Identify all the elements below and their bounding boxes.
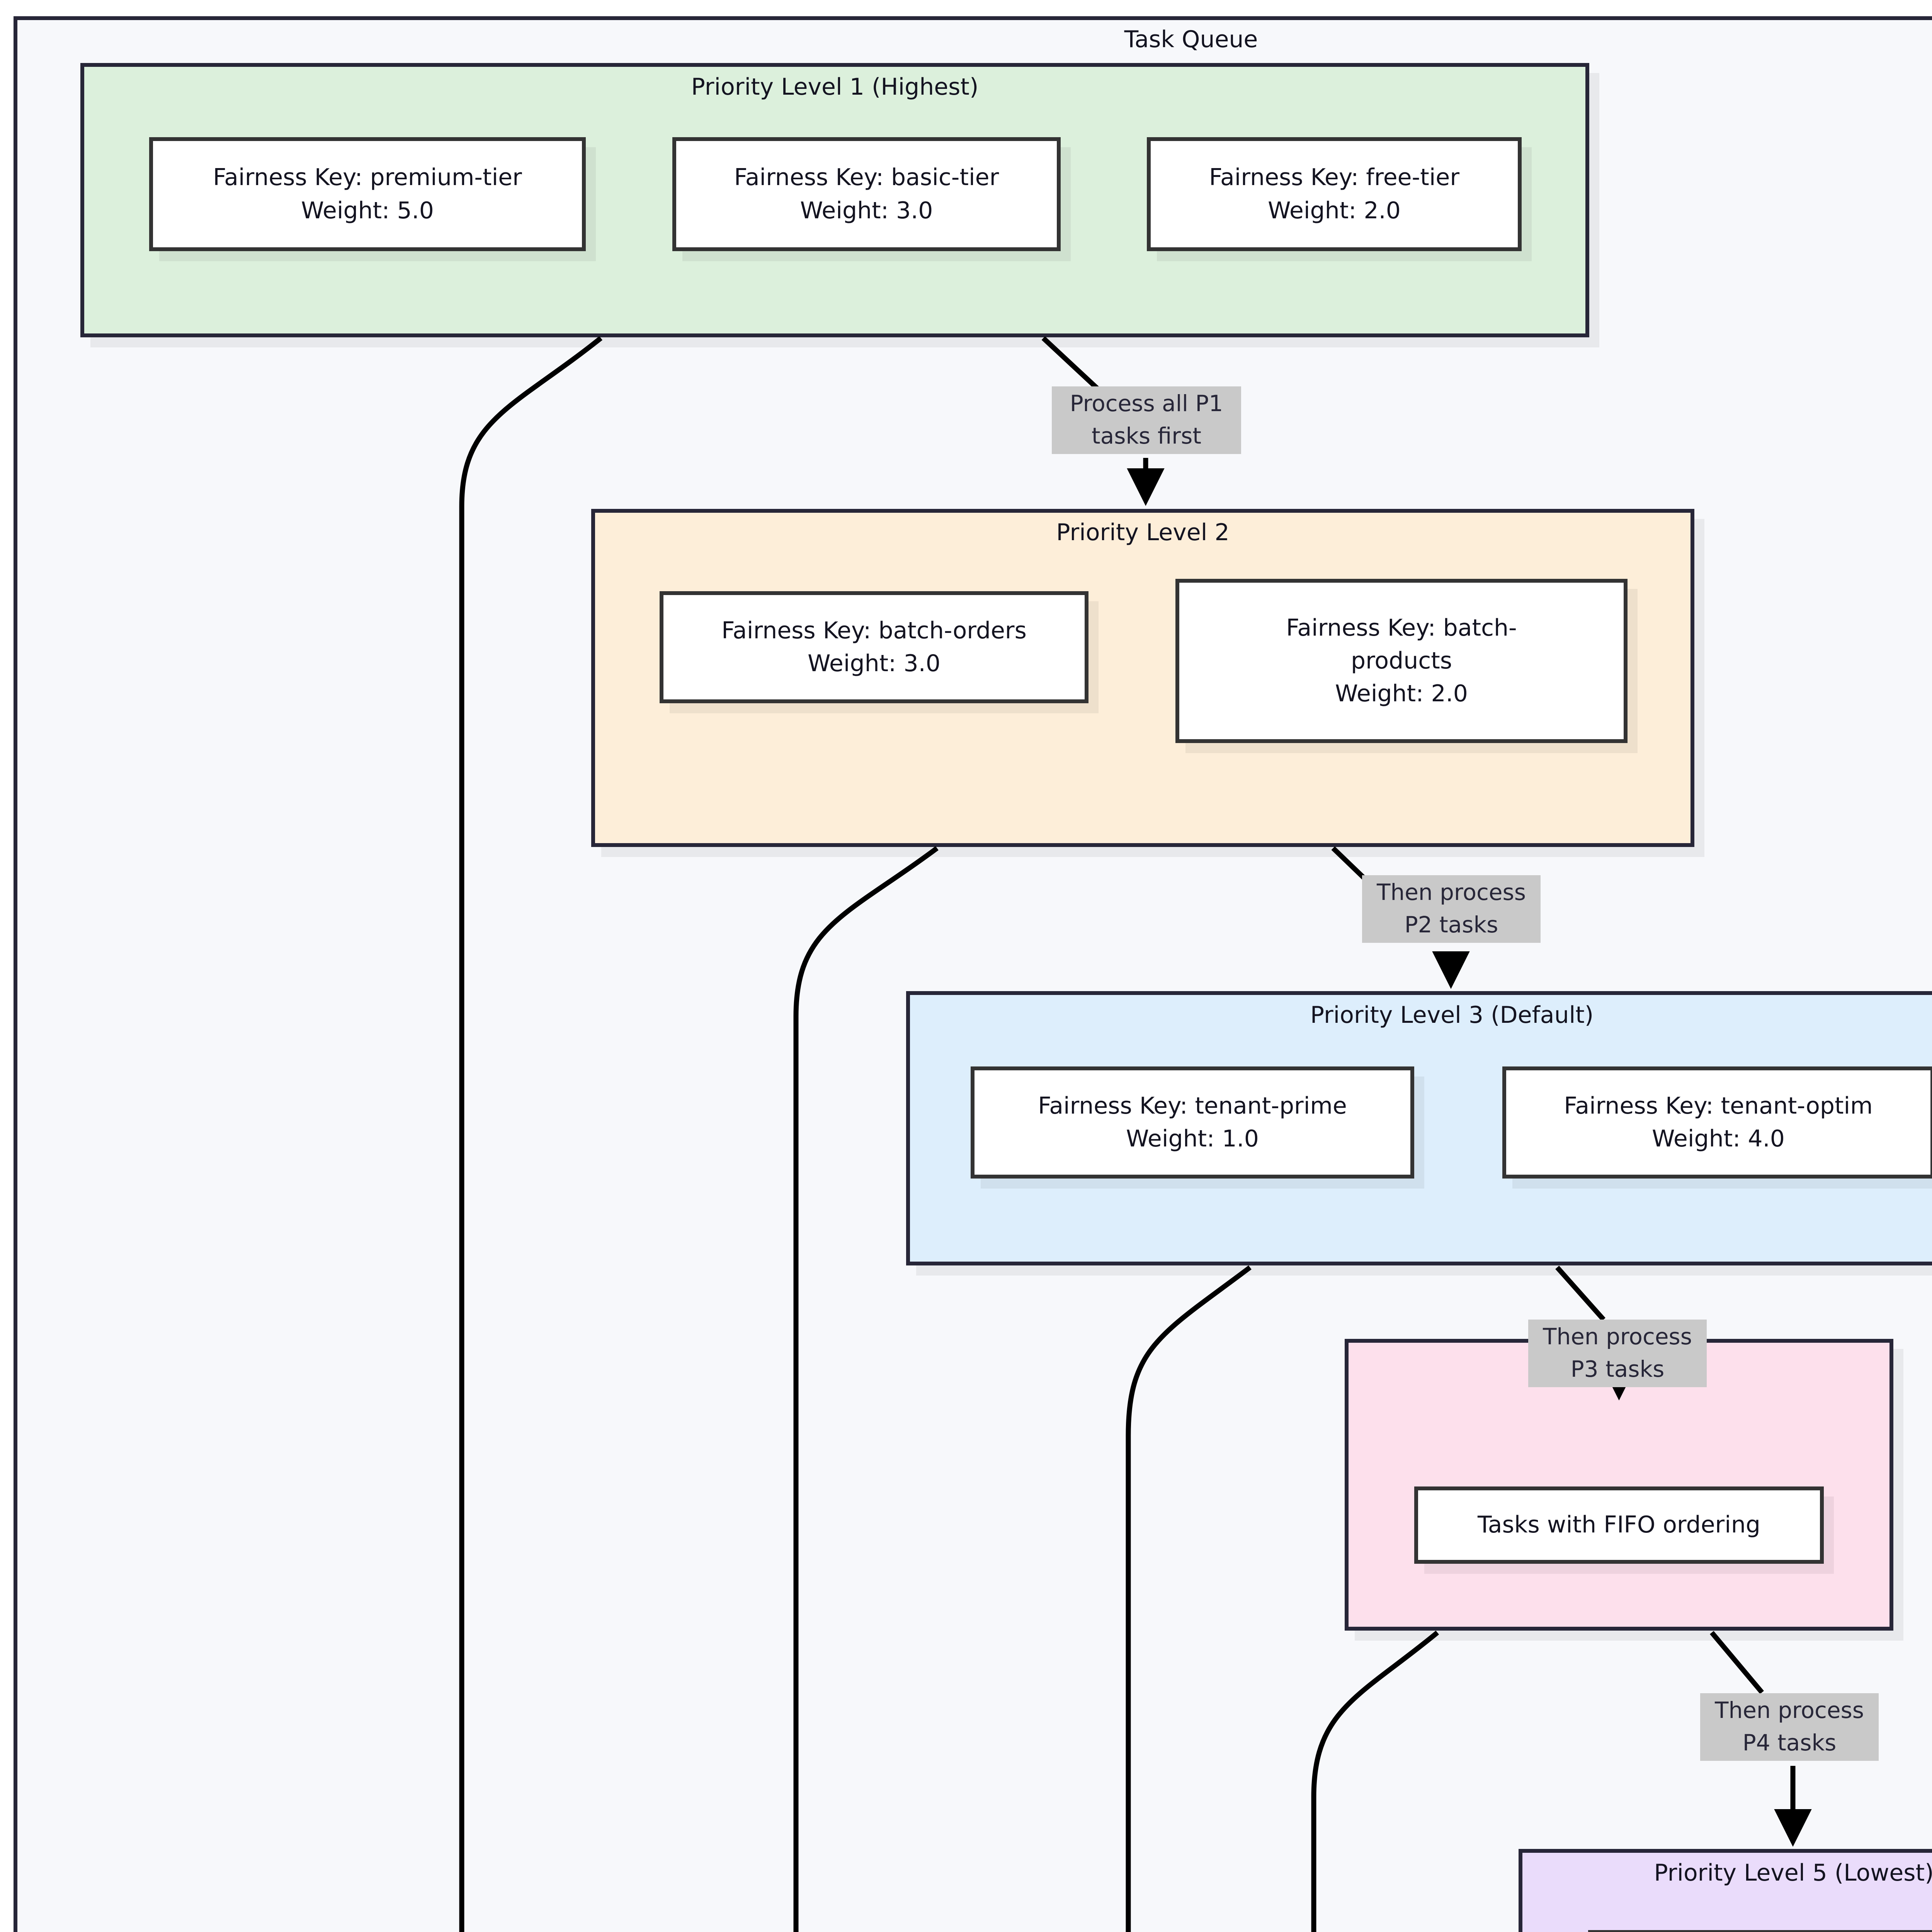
leaf-key-label: Fairness Key: batch- <box>1286 614 1517 641</box>
leaf-key-label: Fairness Key: premium-tier <box>213 164 522 191</box>
leaf-key-label: Fairness Key: tenant-optim <box>1564 1092 1873 1119</box>
leaf-key-label: Fairness Key: basic-tier <box>734 164 999 191</box>
leaf-weight-label: Weight: 5.0 <box>301 197 434 224</box>
leaf-fairness-key-batch-orders[interactable]: Fairness Key: batch-orders Weight: 3.0 <box>660 591 1088 703</box>
edge-label-then-process-p2-tasks: Then process P2 tasks <box>1362 875 1541 943</box>
leaf-key-label: Fairness Key: free-tier <box>1209 164 1460 191</box>
leaf-weight-label: Weight: 3.0 <box>808 650 940 677</box>
edge-label-line-2: P3 tasks <box>1570 1356 1665 1383</box>
edge-label-line-1: Then process <box>1543 1323 1692 1350</box>
leaf-fairness-key-batch-products[interactable]: Fairness Key: batch- products Weight: 2.… <box>1175 579 1628 743</box>
edge-label-line-1: Process all P1 <box>1070 390 1223 417</box>
leaf-fairness-key-tenant-prime[interactable]: Fairness Key: tenant-prime Weight: 1.0 <box>971 1066 1414 1179</box>
edge-label-line-1: Then process <box>1715 1697 1864 1723</box>
cluster-task-queue-title: Task Queue <box>1124 26 1258 53</box>
leaf-key-label: Fairness Key: batch-orders <box>721 617 1027 644</box>
leaf-tasks-fifo-p5[interactable]: Tasks with FIFO ordering <box>1588 1930 1932 1932</box>
cluster-priority-level-3-title: Priority Level 3 (Default) <box>1310 1002 1594 1029</box>
leaf-weight-label: Weight: 3.0 <box>800 197 933 224</box>
leaf-fairness-key-tenant-optim[interactable]: Fairness Key: tenant-optim Weight: 4.0 <box>1502 1066 1932 1179</box>
leaf-weight-label: Weight: 2.0 <box>1335 680 1468 707</box>
leaf-weight-label: Weight: 4.0 <box>1652 1125 1785 1152</box>
leaf-weight-label: Weight: 1.0 <box>1126 1125 1259 1152</box>
edge-label-then-process-p3-tasks: Then process P3 tasks <box>1528 1320 1707 1387</box>
leaf-fairness-key-free-tier[interactable]: Fairness Key: free-tier Weight: 2.0 <box>1147 137 1522 251</box>
cluster-priority-level-1-title: Priority Level 1 (Highest) <box>691 73 979 100</box>
cluster-priority-level-5-title: Priority Level 5 (Lowest) <box>1654 1859 1932 1886</box>
edge-label-line-2: tasks first <box>1091 423 1202 449</box>
leaf-fairness-key-basic-tier[interactable]: Fairness Key: basic-tier Weight: 3.0 <box>672 137 1061 251</box>
leaf-fairness-key-premium-tier[interactable]: Fairness Key: premium-tier Weight: 5.0 <box>149 137 586 251</box>
leaf-tasks-fifo-p4[interactable]: Tasks with FIFO ordering <box>1414 1486 1824 1564</box>
cluster-priority-level-2-title: Priority Level 2 <box>1056 519 1230 546</box>
leaf-key-label-wrap: products <box>1350 647 1452 674</box>
cluster-priority-level-5 <box>1519 1849 1932 1932</box>
leaf-key-label: Tasks with FIFO ordering <box>1478 1511 1760 1539</box>
edge-label-process-all-p1-tasks-first: Process all P1 tasks first <box>1052 386 1241 454</box>
edge-label-line-1: Then process <box>1377 879 1526 905</box>
leaf-key-label: Fairness Key: tenant-prime <box>1038 1092 1347 1119</box>
leaf-weight-label: Weight: 2.0 <box>1268 197 1401 224</box>
edge-label-line-2: P2 tasks <box>1404 912 1498 938</box>
edge-label-line-2: P4 tasks <box>1742 1730 1837 1756</box>
edge-label-then-process-p4-tasks: Then process P4 tasks <box>1700 1693 1879 1761</box>
